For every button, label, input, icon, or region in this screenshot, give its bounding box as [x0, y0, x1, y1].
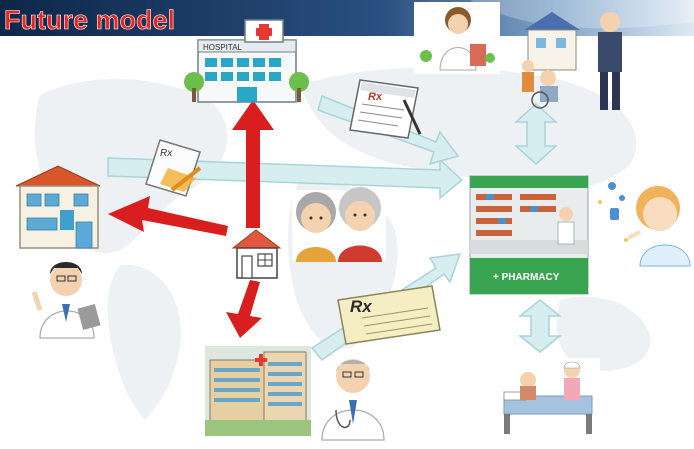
red-arrow-to-clinic [108, 196, 228, 236]
red-arrow-to-large-hospital [226, 280, 262, 338]
double-arrow-home-care [514, 102, 558, 166]
red-arrows [108, 100, 274, 338]
rx-symbol-bottom: Rx [350, 297, 373, 316]
bedside-care-nurse-icon [498, 358, 600, 436]
clinic-building-icon [15, 165, 101, 249]
rx-symbol-top: Rx [368, 91, 383, 103]
hospital-sign: HOSPITAL [203, 43, 243, 52]
prescription-clipboard-icon [349, 79, 422, 139]
red-arrow-to-hospital [232, 100, 274, 228]
page-title: Future model [4, 5, 175, 35]
hospital-building-icon [184, 19, 309, 103]
pharmacist-shopping-icon [414, 2, 500, 74]
rx-symbol-left: Rx [160, 148, 173, 159]
pharmacy-store-icon [469, 175, 589, 295]
doctor-senior-icon [321, 359, 385, 441]
pharmacist-with-pills-icon [598, 182, 691, 267]
pharmacy-sign: + PHARMACY [493, 272, 560, 283]
home-care-visit-icon [522, 12, 622, 110]
prescription-slip-icon [337, 285, 441, 345]
home-house-icon [231, 229, 282, 279]
large-hospital-icon [205, 346, 311, 436]
elderly-couple-icon [292, 187, 386, 262]
doctor-pointing-icon [31, 262, 101, 339]
prescription-paper-icon [145, 139, 202, 197]
double-arrow-bedside-care [517, 299, 563, 353]
